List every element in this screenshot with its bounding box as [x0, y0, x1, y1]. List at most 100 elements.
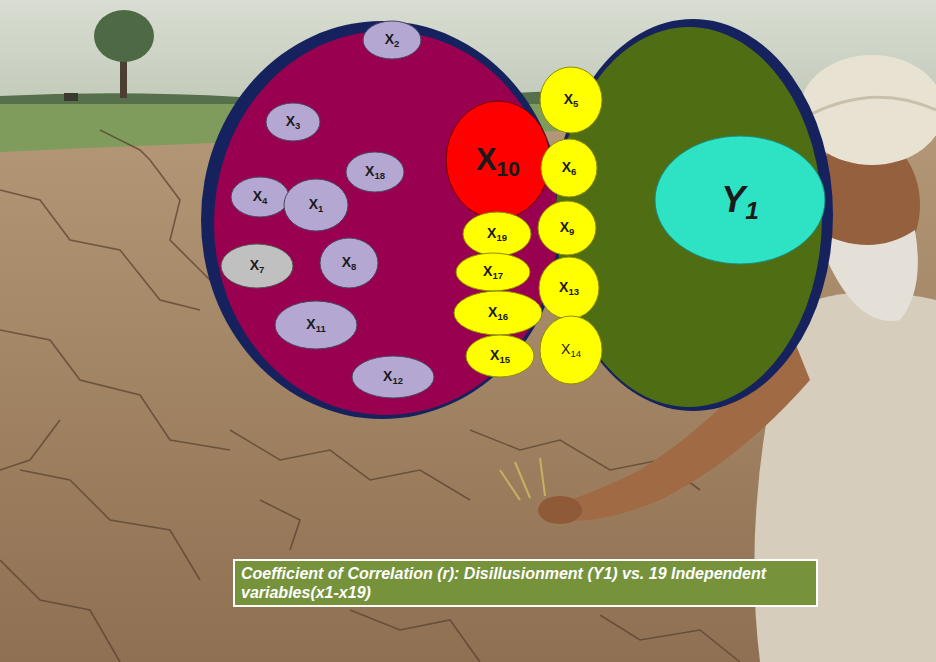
subscript: 12: [392, 375, 403, 386]
tractor: [64, 93, 78, 101]
variable-label: X8: [342, 255, 357, 270]
subscript: 7: [259, 264, 264, 275]
variable-ellipse: X15: [465, 334, 535, 378]
variable-label: X14: [561, 342, 581, 357]
ellipse-shape: [456, 253, 530, 291]
turban-fold: [800, 97, 936, 120]
variable-label: X13: [559, 280, 579, 295]
ellipse-shape: [540, 67, 602, 133]
variable-ellipse: X16: [453, 290, 543, 336]
subscript: 16: [497, 311, 508, 322]
dry-crop: [500, 458, 545, 500]
subscript: 18: [374, 170, 385, 181]
variable-label: X4: [253, 189, 268, 204]
ellipse-shape: [655, 136, 825, 264]
caption-text: Coefficient of Correlation (r): Disillus…: [241, 564, 810, 602]
dependent-variable-ellipse: Y1: [654, 135, 826, 265]
variable-ellipse: X11: [274, 300, 358, 350]
ellipse-shape: [454, 291, 542, 335]
variable-label: X3: [286, 114, 301, 129]
variable-ellipse: X12: [351, 355, 435, 399]
independent-variables-circle: [214, 31, 558, 415]
ellipse-shape: [363, 21, 421, 59]
crack: [100, 130, 150, 160]
ellipse-shape: [352, 356, 434, 398]
variable-label: X16: [488, 305, 508, 320]
variable-label: X15: [490, 348, 510, 363]
variable-ellipse: X13: [538, 256, 600, 320]
variable-ellipse: X7: [220, 243, 294, 289]
subscript: 19: [496, 232, 507, 243]
subscript: 5: [573, 98, 578, 109]
ellipse-shape: [466, 335, 534, 377]
variable-ellipse: X1: [283, 178, 349, 232]
variable-label: X6: [562, 160, 577, 175]
crack: [0, 330, 230, 450]
variable-ellipse: X17: [455, 252, 531, 292]
ellipse-shape: [540, 316, 602, 384]
variable-label: X5: [564, 92, 579, 107]
crack: [350, 610, 480, 662]
variable-ellipse: X10: [445, 100, 551, 220]
left-circle-rim: [201, 21, 563, 419]
subscript: 8: [351, 261, 356, 272]
ellipse-shape: [284, 179, 348, 231]
subscript: 2: [394, 38, 399, 49]
variable-ellipse: X8: [319, 237, 379, 289]
subscript: 15: [499, 354, 510, 365]
variable-label: X19: [487, 226, 507, 241]
subscript: 14: [570, 348, 581, 359]
variable-label: Y1: [721, 180, 759, 220]
subscript: 1: [745, 197, 759, 224]
variable-label: X10: [476, 143, 520, 177]
variable-ellipse: X5: [539, 66, 603, 134]
ellipse-shape: [266, 103, 320, 141]
ellipse-shape: [346, 152, 404, 192]
crack: [0, 560, 120, 662]
ellipse-shape: [446, 101, 550, 219]
crack: [0, 420, 60, 470]
crack: [600, 615, 740, 662]
crack: [0, 190, 200, 310]
subscript: 10: [497, 157, 520, 180]
variable-ellipse: X14: [539, 315, 603, 385]
crack: [20, 470, 200, 580]
variable-label: X2: [385, 32, 400, 47]
ellipse-shape: [463, 212, 531, 256]
subscript: 3: [295, 120, 300, 131]
subscript: 9: [569, 226, 574, 237]
ellipse-shape: [539, 257, 599, 319]
variable-ellipse: X19: [462, 211, 532, 257]
variable-label: X7: [250, 258, 265, 273]
farmer-hand: [538, 496, 582, 524]
tree-crown: [94, 10, 154, 62]
variable-ellipse: X18: [345, 151, 405, 193]
variable-label: X9: [560, 220, 575, 235]
variable-ellipse: X6: [540, 138, 598, 198]
venn-circles: [201, 19, 833, 419]
subscript: 11: [316, 323, 326, 334]
variable-ellipse: X9: [537, 200, 597, 256]
caption-box: Coefficient of Correlation (r): Disillus…: [233, 559, 818, 607]
ellipse-shape: [221, 244, 293, 288]
ellipse-shape: [541, 139, 597, 197]
subscript: 6: [571, 166, 576, 177]
variable-ellipse: X3: [265, 102, 321, 142]
variable-label: X12: [383, 369, 403, 384]
subscript: 13: [568, 286, 579, 297]
variable-label: X11: [306, 317, 325, 332]
ellipse-shape: [231, 177, 289, 217]
ellipse-shape: [538, 201, 596, 255]
variable-ellipse: X2: [362, 20, 422, 60]
ellipse-shape: [275, 301, 357, 349]
subscript: 17: [492, 270, 503, 281]
ellipse-shape: [320, 238, 378, 288]
variable-label: X17: [483, 264, 503, 279]
variable-label: X1: [309, 197, 324, 212]
variable-label: X18: [365, 164, 385, 179]
subscript: 4: [262, 195, 267, 206]
subscript: 1: [318, 203, 323, 214]
variable-ellipse: X4: [230, 176, 290, 218]
crack: [260, 500, 300, 550]
